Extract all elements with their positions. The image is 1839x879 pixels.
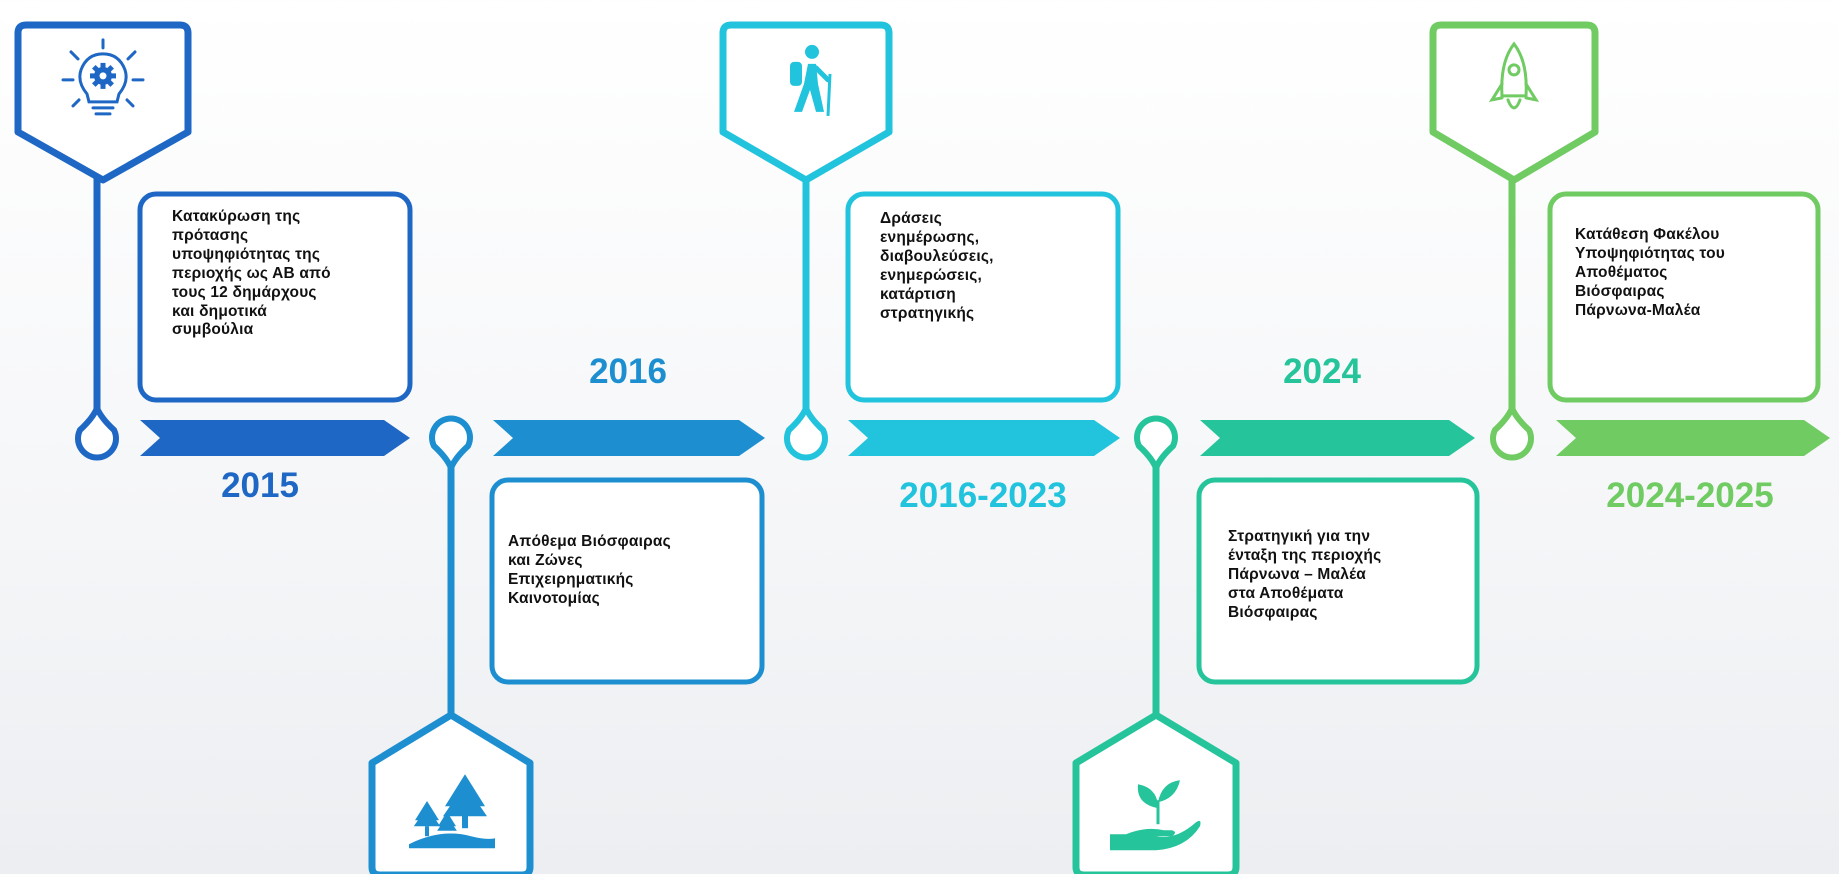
- timeline-arrow: [140, 420, 410, 456]
- description-line: ενημέρωσης,: [880, 228, 980, 246]
- icon-badge: [368, 711, 534, 879]
- description-line: και δημοτικά: [172, 302, 267, 320]
- icon-badge: [719, 21, 893, 184]
- description-line: Κατάθεση Φακέλου: [1575, 226, 1720, 243]
- description-line: συμβούλια: [172, 321, 254, 339]
- description-box: [137, 191, 413, 403]
- description-box: [489, 477, 765, 685]
- description-line: Καινοτομίας: [508, 589, 600, 607]
- icon-badge: [1429, 21, 1599, 184]
- description-line: και Ζώνες: [508, 551, 583, 569]
- lightbulb-gear-icon: [61, 38, 145, 116]
- year-label: 2016: [589, 352, 667, 391]
- description-line: Κατακύρωση της: [172, 208, 301, 225]
- milestone-4: [1072, 415, 1480, 879]
- description-box: [1547, 191, 1821, 403]
- milestone-1: [14, 21, 413, 461]
- description-line: Υποψηφιότητας του: [1575, 244, 1725, 262]
- description-line: πρότασης: [172, 226, 249, 244]
- timeline-arrow: [1200, 420, 1475, 456]
- timeline-arrow: [848, 420, 1120, 456]
- timeline-arrow: [1556, 420, 1830, 456]
- timeline-node: [429, 415, 473, 477]
- description-box: [845, 191, 1121, 403]
- description-line: Επιχειρηματικής: [508, 570, 634, 588]
- description-line: υποψηφιότητας της: [172, 245, 321, 263]
- description-line: στρατηγικής: [880, 304, 975, 322]
- timeline-node: [1134, 415, 1178, 477]
- year-label: 2024: [1283, 352, 1361, 391]
- description-line: Στρατηγική για την: [1228, 528, 1371, 545]
- timeline-node: [1490, 399, 1534, 461]
- timeline-node: [784, 399, 828, 461]
- description-line: Δράσεις: [880, 210, 942, 227]
- rocket-icon: [1488, 41, 1540, 110]
- description-line: Απόθεμα Βιόσφαιρας: [508, 533, 671, 550]
- timeline-node: [75, 399, 119, 461]
- description-line: ένταξη της περιοχής: [1228, 546, 1382, 564]
- year-label: 2015: [221, 466, 299, 505]
- year-label: 2016-2023: [899, 476, 1067, 515]
- plant-in-hand-icon: [1110, 780, 1201, 851]
- description-box: [1196, 477, 1480, 685]
- description-line: στα Αποθέματα: [1228, 584, 1344, 602]
- description-line: τους 12 δημάρχους: [172, 283, 317, 301]
- year-label: 2024-2025: [1606, 476, 1774, 515]
- milestone-3: [719, 21, 1121, 461]
- milestone-5: [1429, 21, 1830, 461]
- forest-trees-icon: [409, 774, 495, 849]
- milestone-2: [368, 415, 765, 879]
- description-line: Βιόσφαιρας: [1575, 282, 1665, 300]
- description-line: Πάρνωνα – Μαλέα: [1228, 565, 1366, 583]
- description-line: Βιόσφαιρας: [1228, 603, 1318, 621]
- description-line: ενημερώσεις,: [880, 266, 982, 284]
- description-line: διαβουλεύσεις,: [880, 247, 994, 265]
- description-line: Πάρνωνα-Μαλέα: [1575, 301, 1701, 319]
- description-line: κατάρτιση: [880, 285, 956, 303]
- description-line: Αποθέματος: [1575, 263, 1668, 281]
- timeline-arrow: [493, 420, 765, 456]
- description-line: περιοχής ως ΑΒ από: [172, 264, 331, 282]
- hiker-icon: [790, 44, 832, 116]
